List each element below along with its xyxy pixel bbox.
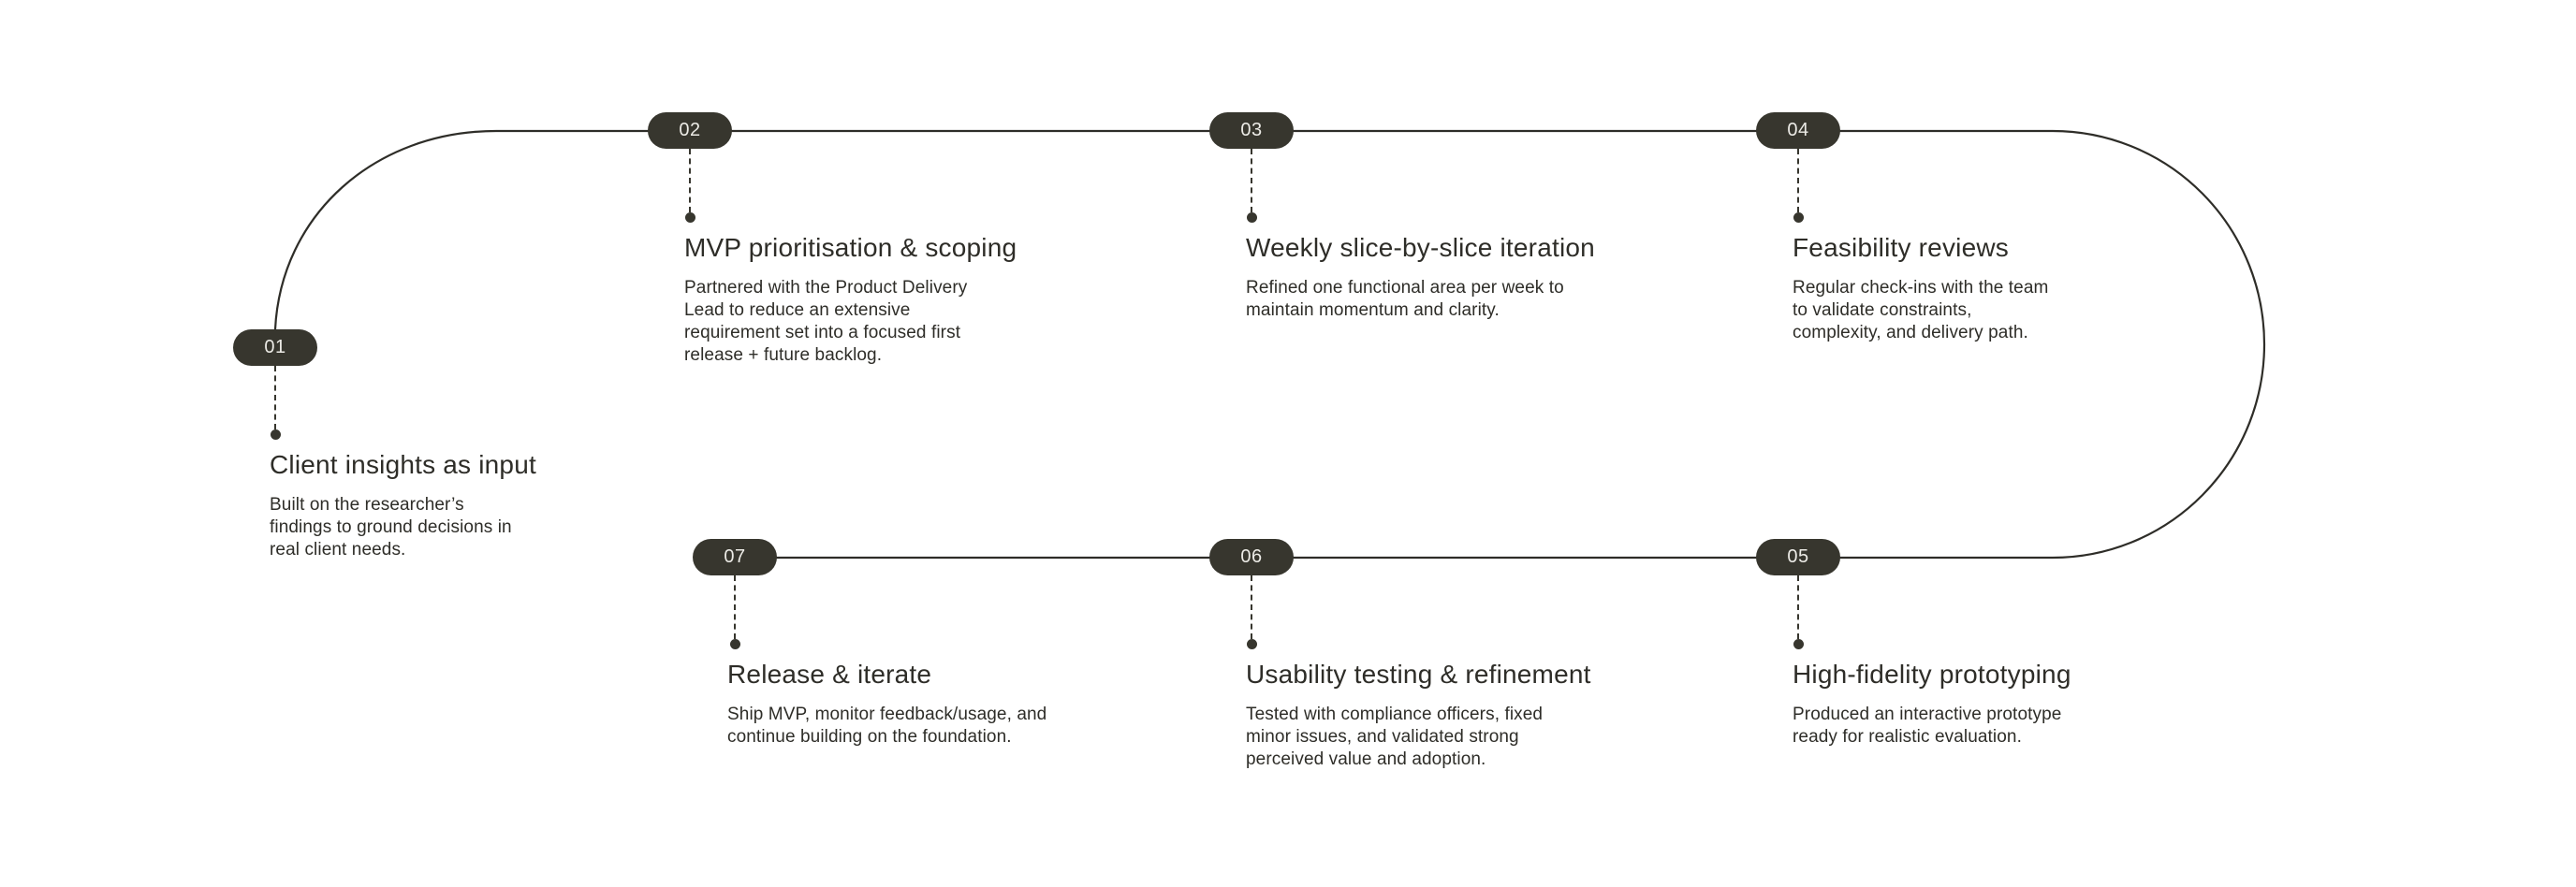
- step-04: Feasibility reviews Regular check-ins wi…: [1793, 232, 2048, 344]
- description-line: ready for realistic evaluation.: [1793, 727, 2022, 747]
- step-06-description: Tested with compliance officers, fixed m…: [1246, 704, 1591, 771]
- step-07: Release & iterate Ship MVP, monitor feed…: [727, 659, 1046, 749]
- step-03: Weekly slice-by-slice iteration Refined …: [1246, 232, 1595, 322]
- description-line: findings to ground decisions in: [270, 517, 512, 537]
- step-06-number-badge: 06: [1209, 539, 1294, 575]
- description-line: Tested with compliance officers, fixed: [1246, 705, 1544, 724]
- step-01-connector: [274, 366, 276, 429]
- description-line: Refined one functional area per week to: [1246, 278, 1564, 298]
- description-line: continue building on the foundation.: [727, 727, 1012, 747]
- step-01-number-badge: 01: [233, 329, 317, 366]
- step-03-number-badge: 03: [1209, 112, 1294, 149]
- step-04-dot: [1793, 212, 1804, 223]
- step-05: High-fidelity prototyping Produced an in…: [1793, 659, 2071, 749]
- description-line: to validate constraints,: [1793, 300, 1972, 320]
- step-03-dot: [1247, 212, 1257, 223]
- description-line: real client needs.: [270, 540, 406, 560]
- description-line: Ship MVP, monitor feedback/usage, and: [727, 705, 1047, 724]
- description-line: Produced an interactive prototype: [1793, 705, 2062, 724]
- step-01-dot: [271, 429, 281, 440]
- step-03-title: Weekly slice-by-slice iteration: [1246, 233, 1595, 262]
- description-line: Lead to reduce an extensive: [684, 300, 911, 320]
- description-line: complexity, and delivery path.: [1793, 323, 2028, 342]
- description-line: perceived value and adoption.: [1246, 749, 1486, 769]
- step-06: Usability testing & refinement Tested wi…: [1246, 659, 1591, 771]
- step-06-title: Usability testing & refinement: [1246, 660, 1591, 689]
- step-01: Client insights as input Built on the re…: [270, 449, 536, 561]
- step-01-description: Built on the researcher’s findings to gr…: [270, 494, 536, 561]
- step-02-dot: [685, 212, 695, 223]
- step-07-number-badge: 07: [693, 539, 777, 575]
- description-line: Regular check-ins with the team: [1793, 278, 2049, 298]
- step-02-title: MVP prioritisation & scoping: [684, 233, 1017, 262]
- step-05-description: Produced an interactive prototype ready …: [1793, 704, 2071, 749]
- step-01-title: Client insights as input: [270, 450, 536, 479]
- description-line: requirement set into a focused first: [684, 323, 961, 342]
- step-05-connector: [1797, 575, 1799, 639]
- step-07-connector: [734, 575, 736, 639]
- step-03-connector: [1251, 149, 1252, 212]
- step-06-dot: [1247, 639, 1257, 649]
- step-04-description: Regular check-ins with the team to valid…: [1793, 277, 2048, 344]
- step-07-dot: [730, 639, 740, 649]
- step-02-number-badge: 02: [648, 112, 732, 149]
- step-04-connector: [1797, 149, 1799, 212]
- step-05-title: High-fidelity prototyping: [1793, 660, 2071, 689]
- description-line: release + future backlog.: [684, 345, 883, 365]
- step-06-connector: [1251, 575, 1252, 639]
- description-line: minor issues, and validated strong: [1246, 727, 1519, 747]
- description-line: Partnered with the Product Delivery: [684, 278, 968, 298]
- description-line: Built on the researcher’s: [270, 495, 464, 515]
- step-04-number-badge: 04: [1756, 112, 1840, 149]
- step-02: MVP prioritisation & scoping Partnered w…: [684, 232, 1017, 367]
- step-05-number-badge: 05: [1756, 539, 1840, 575]
- step-07-title: Release & iterate: [727, 660, 932, 689]
- step-04-title: Feasibility reviews: [1793, 233, 2009, 262]
- step-02-connector: [689, 149, 691, 212]
- description-line: maintain momentum and clarity.: [1246, 300, 1500, 320]
- step-05-dot: [1793, 639, 1804, 649]
- step-03-description: Refined one functional area per week to …: [1246, 277, 1595, 322]
- step-02-description: Partnered with the Product Delivery Lead…: [684, 277, 1017, 367]
- step-07-description: Ship MVP, monitor feedback/usage, and co…: [727, 704, 1046, 749]
